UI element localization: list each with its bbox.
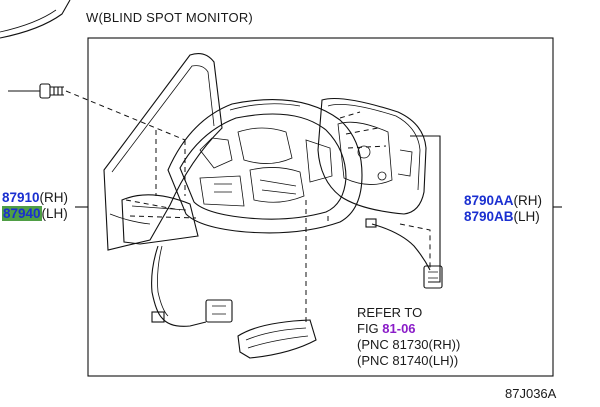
glass-wire-harness — [365, 218, 443, 289]
reference-line-1: REFER TO — [357, 305, 423, 320]
mirror-base-part — [121, 194, 199, 245]
mirror-glass-part — [317, 97, 427, 215]
part-label-rh-left[interactable]: 87910(RH) — [2, 190, 68, 205]
fig-prefix: FIG — [357, 321, 383, 336]
reference-line-2[interactable]: FIG 81-06 — [357, 321, 416, 336]
diagram-title: W(BLIND SPOT MONITOR) — [86, 10, 253, 25]
part-number-87940[interactable]: 87940 — [2, 206, 42, 221]
dash-leader-3 — [125, 199, 181, 211]
adjacent-part-outline — [0, 0, 71, 39]
base-wire-harness — [151, 245, 233, 327]
diagram-code: 87J036A — [505, 386, 557, 401]
adjacent-part-edge — [0, 9, 57, 33]
reference-line-3: (PNC 81730(RH)) — [357, 337, 461, 352]
dash-leader-glass-2 — [345, 127, 379, 135]
part-label-lh-right[interactable]: 8790AB(LH) — [464, 209, 540, 224]
figure-link-81-06[interactable]: 81-06 — [382, 321, 416, 336]
leader-right-bracket — [410, 135, 441, 283]
suffix-rh-right: (RH) — [513, 193, 543, 208]
turn-signal-lamp-part — [237, 319, 317, 359]
dash-leader-glass-1 — [339, 111, 361, 119]
part-label-lh-left[interactable]: 87940(LH) — [2, 206, 68, 221]
part-label-rh-right[interactable]: 8790AA(RH) — [464, 193, 542, 208]
bolt-part — [8, 83, 186, 141]
dash-leader-glass-3 — [347, 145, 387, 149]
part-number-8790ab[interactable]: 8790AB — [464, 209, 514, 224]
dash-leader-connector — [399, 223, 431, 268]
mirror-cover-part — [103, 53, 223, 251]
suffix-rh: (RH) — [39, 190, 69, 205]
part-number-8790aa[interactable]: 8790AA — [464, 193, 514, 208]
mirror-body-part — [167, 99, 363, 234]
dash-leader-4 — [129, 215, 197, 219]
part-number-87910[interactable]: 87910 — [2, 190, 40, 205]
reference-line-4: (PNC 81740(LH)) — [357, 353, 459, 368]
suffix-lh: (LH) — [41, 206, 68, 221]
suffix-lh-right: (LH) — [513, 209, 540, 224]
